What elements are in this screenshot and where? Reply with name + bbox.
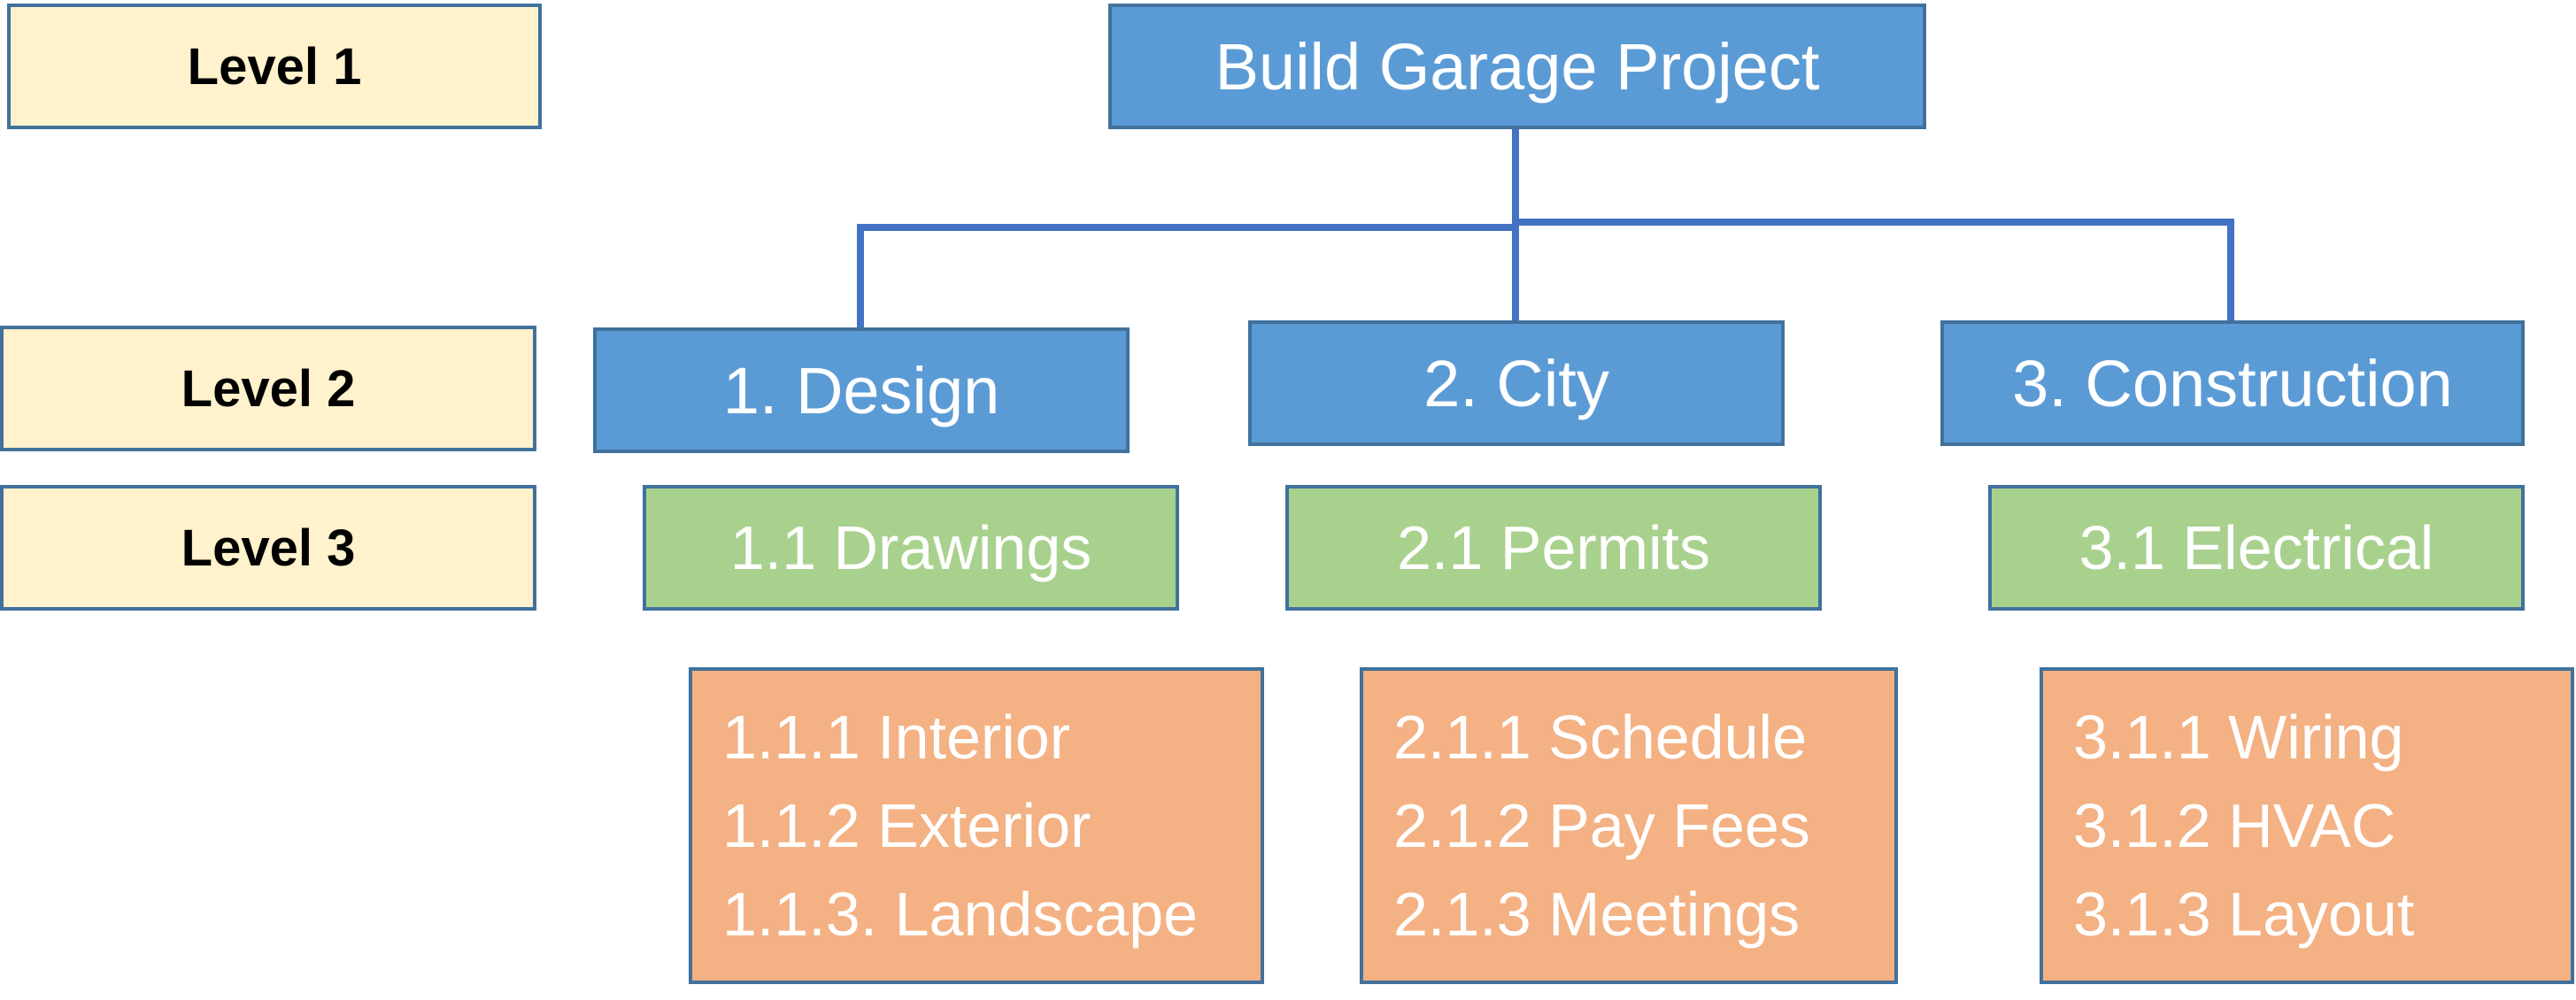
- connector-construction: [1516, 219, 2234, 324]
- tasks-electrical: 3.1.1 Wiring 3.1.2 HVAC 3.1.3 Layout: [2040, 667, 2574, 984]
- level-2-label: Level 2: [0, 326, 536, 451]
- level-3-label: Level 3: [0, 485, 536, 611]
- sub-electrical: 3.1 Electrical: [1988, 485, 2525, 611]
- task-item: 3.1.1 Wiring: [2073, 703, 2404, 772]
- task-item: 3.1.3 Layout: [2073, 880, 2415, 949]
- tasks-permits: 2.1.1 Schedule 2.1.2 Pay Fees 2.1.3 Meet…: [1360, 667, 1898, 984]
- connector-design: [857, 224, 1516, 327]
- sub-drawings: 1.1 Drawings: [643, 485, 1179, 611]
- sub-permits: 2.1 Permits: [1285, 485, 1822, 611]
- node-design: 1. Design: [593, 327, 1130, 453]
- task-item: 1.1.1 Interior: [722, 703, 1070, 772]
- task-item: 2.1.2 Pay Fees: [1393, 791, 1810, 860]
- task-item: 1.1.3. Landscape: [722, 880, 1199, 949]
- task-item: 1.1.2 Exterior: [722, 791, 1091, 860]
- root-node: Build Garage Project: [1108, 4, 1926, 129]
- task-item: 3.1.2 HVAC: [2073, 791, 2396, 860]
- node-construction: 3. Construction: [1940, 320, 2525, 446]
- tasks-drawings: 1.1.1 Interior 1.1.2 Exterior 1.1.3. Lan…: [689, 667, 1264, 984]
- task-item: 2.1.1 Schedule: [1393, 703, 1808, 772]
- task-item: 2.1.3 Meetings: [1393, 880, 1801, 949]
- node-city: 2. City: [1248, 320, 1785, 446]
- level-1-label: Level 1: [7, 4, 542, 129]
